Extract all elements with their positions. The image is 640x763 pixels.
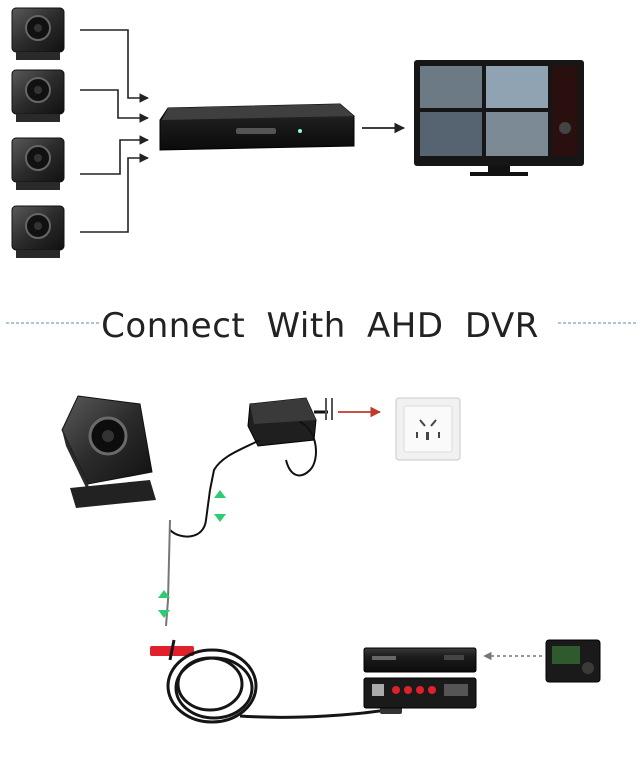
connector-line bbox=[80, 153, 149, 233]
camera-pigtail-cable bbox=[165, 519, 171, 627]
camera-icon bbox=[11, 7, 65, 60]
hard-drive-icon bbox=[545, 639, 601, 683]
camera-icon bbox=[11, 137, 65, 190]
power-adapter-icon bbox=[247, 397, 333, 477]
connector-line bbox=[80, 89, 149, 123]
green-arrow-icon bbox=[214, 490, 226, 522]
wall-outlet-icon bbox=[395, 397, 461, 461]
diagram-heading: Connect With AHD DVR bbox=[101, 306, 539, 346]
green-arrow-icon bbox=[158, 590, 170, 618]
connector-line bbox=[80, 135, 149, 175]
camera-to-dvr-lines bbox=[80, 29, 149, 233]
dvr-recorder-icon bbox=[159, 103, 355, 151]
coax-cable-coil bbox=[166, 639, 387, 724]
dvr-back-panel bbox=[363, 677, 477, 709]
connector-line bbox=[80, 29, 149, 103]
camera-icon bbox=[11, 69, 65, 122]
camera-icon bbox=[61, 395, 156, 508]
dvr-recorder-icon bbox=[363, 647, 477, 673]
camera-icon bbox=[11, 205, 65, 258]
camera-stack bbox=[11, 7, 65, 258]
power-cable bbox=[169, 439, 261, 538]
monitor-icon bbox=[414, 60, 584, 176]
